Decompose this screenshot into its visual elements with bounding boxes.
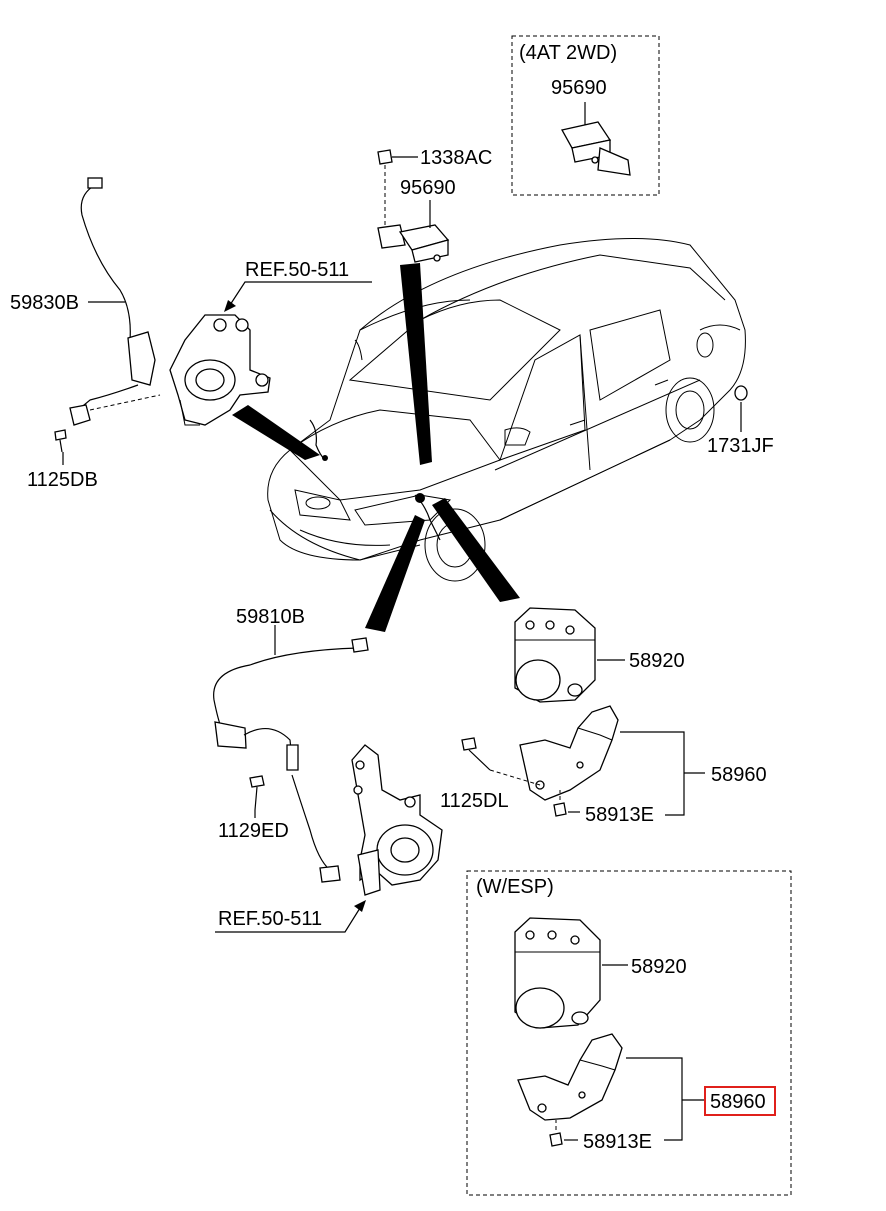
bracket-58960-main — [519, 705, 619, 801]
bracket-58960-esp — [517, 1033, 623, 1121]
variant-box-w-esp — [466, 870, 792, 1196]
label-1731jf: 1731JF — [707, 435, 774, 457]
knuckle-front-right — [351, 744, 443, 896]
abs-module-58920-esp — [514, 917, 601, 1029]
leader-58960-main — [620, 731, 685, 816]
vehicle-wiring — [309, 419, 441, 541]
label-1125db: 1125DB — [27, 469, 98, 491]
nut-58913e-main — [553, 790, 567, 817]
yaw-sensor-95690-4at — [561, 102, 631, 176]
nut-1338ac — [377, 149, 418, 225]
vehicle-outline — [267, 238, 746, 582]
label-95690-main: 95690 — [400, 177, 456, 199]
pointer-arrows — [232, 263, 520, 632]
bolt-1125db — [54, 429, 67, 453]
label-95690-4at: 95690 — [551, 77, 607, 99]
variant-box-4at-2wd — [511, 35, 660, 196]
highlight-box-58960 — [704, 1086, 776, 1116]
label-1338ac: 1338AC — [420, 147, 492, 169]
label-58913e-main: 58913E — [585, 804, 654, 826]
label-variant-w-esp: (W/ESP) — [476, 876, 554, 898]
sensor-59830b — [69, 177, 161, 426]
pointer-arrow-front-left — [232, 405, 320, 460]
abs-module-58920-main — [514, 607, 596, 703]
pointer-arrow-abs — [432, 498, 520, 602]
label-ref-bottom: REF.50-511 — [218, 908, 322, 930]
pointer-arrow-sensor — [400, 263, 432, 465]
label-58960-esp: 58960 — [710, 1091, 766, 1113]
label-59810b: 59810B — [236, 606, 305, 628]
plug-1731jf — [734, 385, 748, 432]
label-58920-esp: 58920 — [631, 956, 687, 978]
leader-58960-esp — [626, 1057, 683, 1141]
yaw-sensor-95690-main — [377, 200, 450, 263]
knuckle-front-left — [169, 314, 271, 426]
label-ref-top: REF.50-511 — [245, 259, 349, 281]
bolt-1129ed — [249, 775, 265, 811]
label-variant-4at-2wd: (4AT 2WD) — [519, 42, 617, 64]
label-59830b: 59830B — [10, 292, 79, 314]
sensor-59810b — [213, 637, 369, 883]
bolt-1125dl — [461, 737, 541, 786]
label-58913e-esp: 58913E — [583, 1131, 652, 1153]
label-1129ed: 1129ED — [218, 820, 289, 842]
label-58960-main: 58960 — [711, 764, 767, 786]
ref-top-leader — [229, 281, 372, 306]
ref-bottom-leader — [215, 907, 361, 933]
nut-58913e-esp — [549, 1120, 563, 1147]
label-58920-main: 58920 — [629, 650, 685, 672]
label-1125dl: 1125DL — [440, 790, 509, 812]
pointer-arrow-front-right — [365, 515, 425, 632]
